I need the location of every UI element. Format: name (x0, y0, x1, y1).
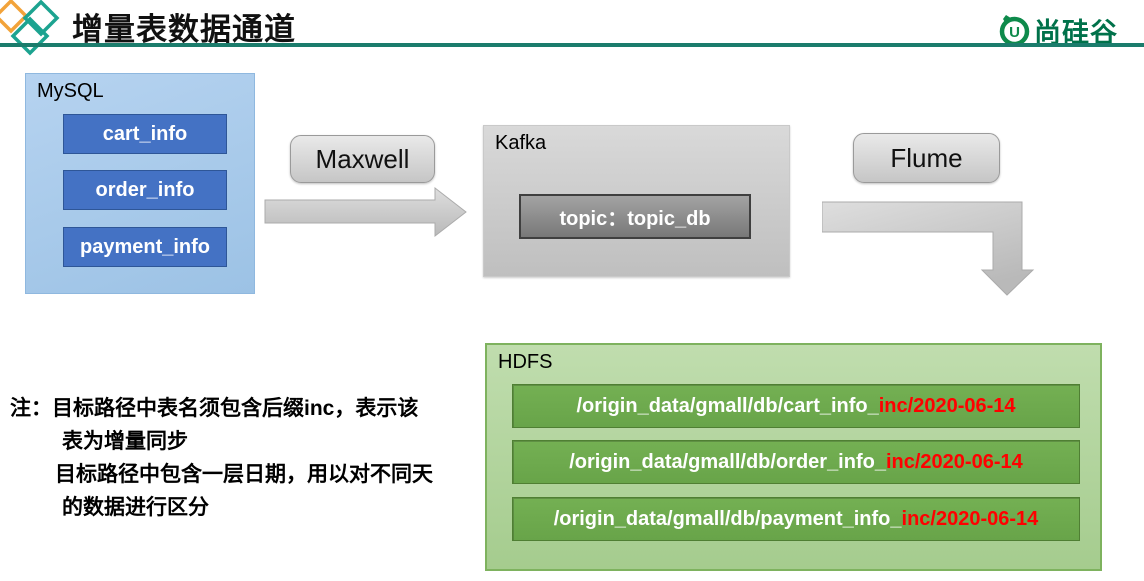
mysql-table-order-info: order_info (63, 170, 227, 210)
note-text: 注：目标路径中表名须包含后缀inc，表示该 表为增量同步 目标路径中包含一层日期… (10, 392, 488, 524)
hdfs-path-cart-info: /origin_data/gmall/db/cart_info_inc/2020… (512, 384, 1080, 428)
header-divider (0, 43, 1144, 47)
kafka-panel-label: Kafka (495, 132, 547, 154)
kafka-topic-box: topic：topic_db (519, 194, 751, 239)
note-line: 表为增量同步 (62, 430, 188, 453)
mysql-panel-label: MySQL (37, 80, 104, 102)
note-line: 目标路径中包含一层日期，用以对不同天 (55, 463, 433, 486)
flume-arrow-icon (822, 201, 1035, 296)
note-line: 的数据进行区分 (62, 496, 209, 519)
hdfs-path-order-info: /origin_data/gmall/db/order_info_inc/202… (512, 440, 1080, 484)
maxwell-node: Maxwell (290, 135, 435, 183)
mysql-table-payment-info: payment_info (63, 227, 227, 267)
svg-text:U: U (1009, 24, 1020, 41)
mysql-table-cart-info: cart_info (63, 114, 227, 154)
hdfs-panel: HDFS /origin_data/gmall/db/cart_info_inc… (485, 343, 1102, 571)
hdfs-path-suffix: inc/2020-06-14 (901, 507, 1039, 530)
flume-node: Flume (853, 133, 1000, 183)
hdfs-path-suffix: inc/2020-06-14 (878, 394, 1016, 417)
maxwell-arrow-icon (264, 186, 467, 238)
hdfs-path-payment-info: /origin_data/gmall/db/payment_info_inc/2… (512, 497, 1080, 541)
hdfs-path-suffix: inc/2020-06-14 (885, 450, 1023, 473)
diamonds-icon (0, 0, 60, 56)
hdfs-path-base: /origin_data/gmall/db/order_info_ (569, 450, 886, 473)
mysql-panel: MySQL cart_info order_info payment_info (25, 73, 255, 294)
hdfs-path-base: /origin_data/gmall/db/payment_info_ (553, 507, 902, 530)
hdfs-panel-label: HDFS (498, 351, 553, 373)
kafka-panel: Kafka topic：topic_db (483, 125, 790, 277)
page-title: 增量表数据通道 (72, 12, 296, 47)
note-line: 注：目标路径中表名须包含后缀inc，表示该 (10, 397, 419, 420)
hdfs-path-base: /origin_data/gmall/db/cart_info_ (576, 394, 879, 417)
